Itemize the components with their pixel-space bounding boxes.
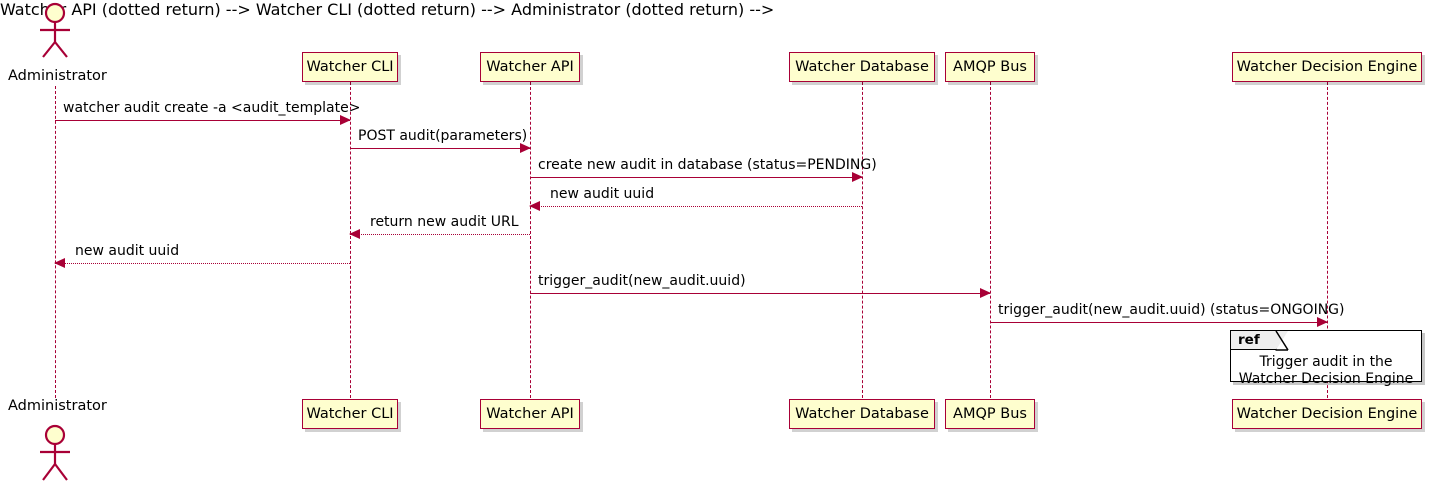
message-label: new audit uuid — [550, 186, 655, 202]
participant-label: AMQP Bus — [953, 406, 1027, 422]
participant-label: Watcher Database — [795, 406, 929, 422]
ref-fragment: ref Trigger audit in the Watcher Decisio… — [1230, 330, 1422, 387]
participant-label: Watcher CLI — [306, 406, 394, 422]
message-line — [990, 322, 1327, 323]
actor-administrator-top — [40, 2, 70, 58]
message-line — [55, 263, 350, 264]
arrowhead-left-icon — [54, 258, 65, 268]
message-line — [530, 177, 862, 178]
participant-amqp-bus-bottom[interactable]: AMQP Bus — [945, 399, 1035, 429]
participant-label: Watcher Decision Engine — [1236, 406, 1418, 422]
participant-decision-engine-bottom[interactable]: Watcher Decision Engine — [1232, 399, 1422, 429]
message-line — [530, 293, 990, 294]
message-line — [350, 148, 530, 149]
actor-administrator-bottom — [40, 424, 70, 481]
ref-fragment-notch-outline-icon — [1275, 331, 1289, 351]
lifeline-watcher-cli — [350, 82, 351, 398]
participant-watcher-cli-top[interactable]: Watcher CLI — [302, 52, 398, 82]
participant-amqp-bus-top[interactable]: AMQP Bus — [945, 52, 1035, 82]
participant-label: Watcher API — [486, 406, 574, 422]
arrowhead-left-icon — [529, 201, 540, 211]
message-label: POST audit(parameters) — [358, 128, 528, 144]
lifeline-watcher-api — [530, 82, 531, 398]
actor-label-administrator-top: Administrator — [8, 68, 107, 84]
participant-watcher-database-bottom[interactable]: Watcher Database — [789, 399, 935, 429]
lifeline-amqp-bus — [990, 82, 991, 398]
participant-label: AMQP Bus — [953, 59, 1027, 75]
arrowhead-right-icon — [980, 288, 991, 298]
actor-label-administrator-bottom: Administrator — [8, 398, 107, 414]
arrowhead-right-icon — [852, 172, 863, 182]
arrowhead-right-icon — [520, 143, 531, 153]
message-label: watcher audit create -a <audit_template> — [63, 100, 361, 116]
message-label: create new audit in database (status=PEN… — [538, 157, 877, 173]
ref-fragment-line-1: Trigger audit in the — [1259, 354, 1393, 370]
lifeline-decision-engine — [1327, 82, 1328, 398]
arrowhead-right-icon — [1317, 317, 1328, 327]
message-line — [55, 120, 350, 121]
participant-watcher-api-bottom[interactable]: Watcher API — [480, 399, 580, 429]
participant-label: Watcher CLI — [306, 59, 394, 75]
arrowhead-right-icon — [340, 115, 351, 125]
message-line — [530, 206, 862, 207]
lifeline-watcher-database — [862, 82, 863, 398]
ref-fragment-line-2: Watcher Decision Engine — [1238, 371, 1414, 387]
message-line — [350, 234, 530, 235]
participant-label: Watcher Decision Engine — [1236, 59, 1418, 75]
message-label: trigger_audit(new_audit.uuid) (status=ON… — [998, 302, 1345, 318]
participant-decision-engine-top[interactable]: Watcher Decision Engine — [1232, 52, 1422, 82]
message-label: trigger_audit(new_audit.uuid) — [538, 273, 746, 289]
arrowhead-left-icon — [349, 229, 360, 239]
message-label: return new audit URL — [370, 214, 519, 230]
ref-fragment-tag-label: ref — [1238, 332, 1260, 348]
ref-fragment-tag: ref — [1231, 331, 1277, 350]
participant-label: Watcher API — [486, 59, 574, 75]
participant-watcher-api-top[interactable]: Watcher API — [480, 52, 580, 82]
participant-watcher-cli-bottom[interactable]: Watcher CLI — [302, 399, 398, 429]
lifeline-administrator — [55, 86, 56, 398]
participant-label: Watcher Database — [795, 59, 929, 75]
participant-watcher-database-top[interactable]: Watcher Database — [789, 52, 935, 82]
message-label: new audit uuid — [75, 243, 180, 259]
